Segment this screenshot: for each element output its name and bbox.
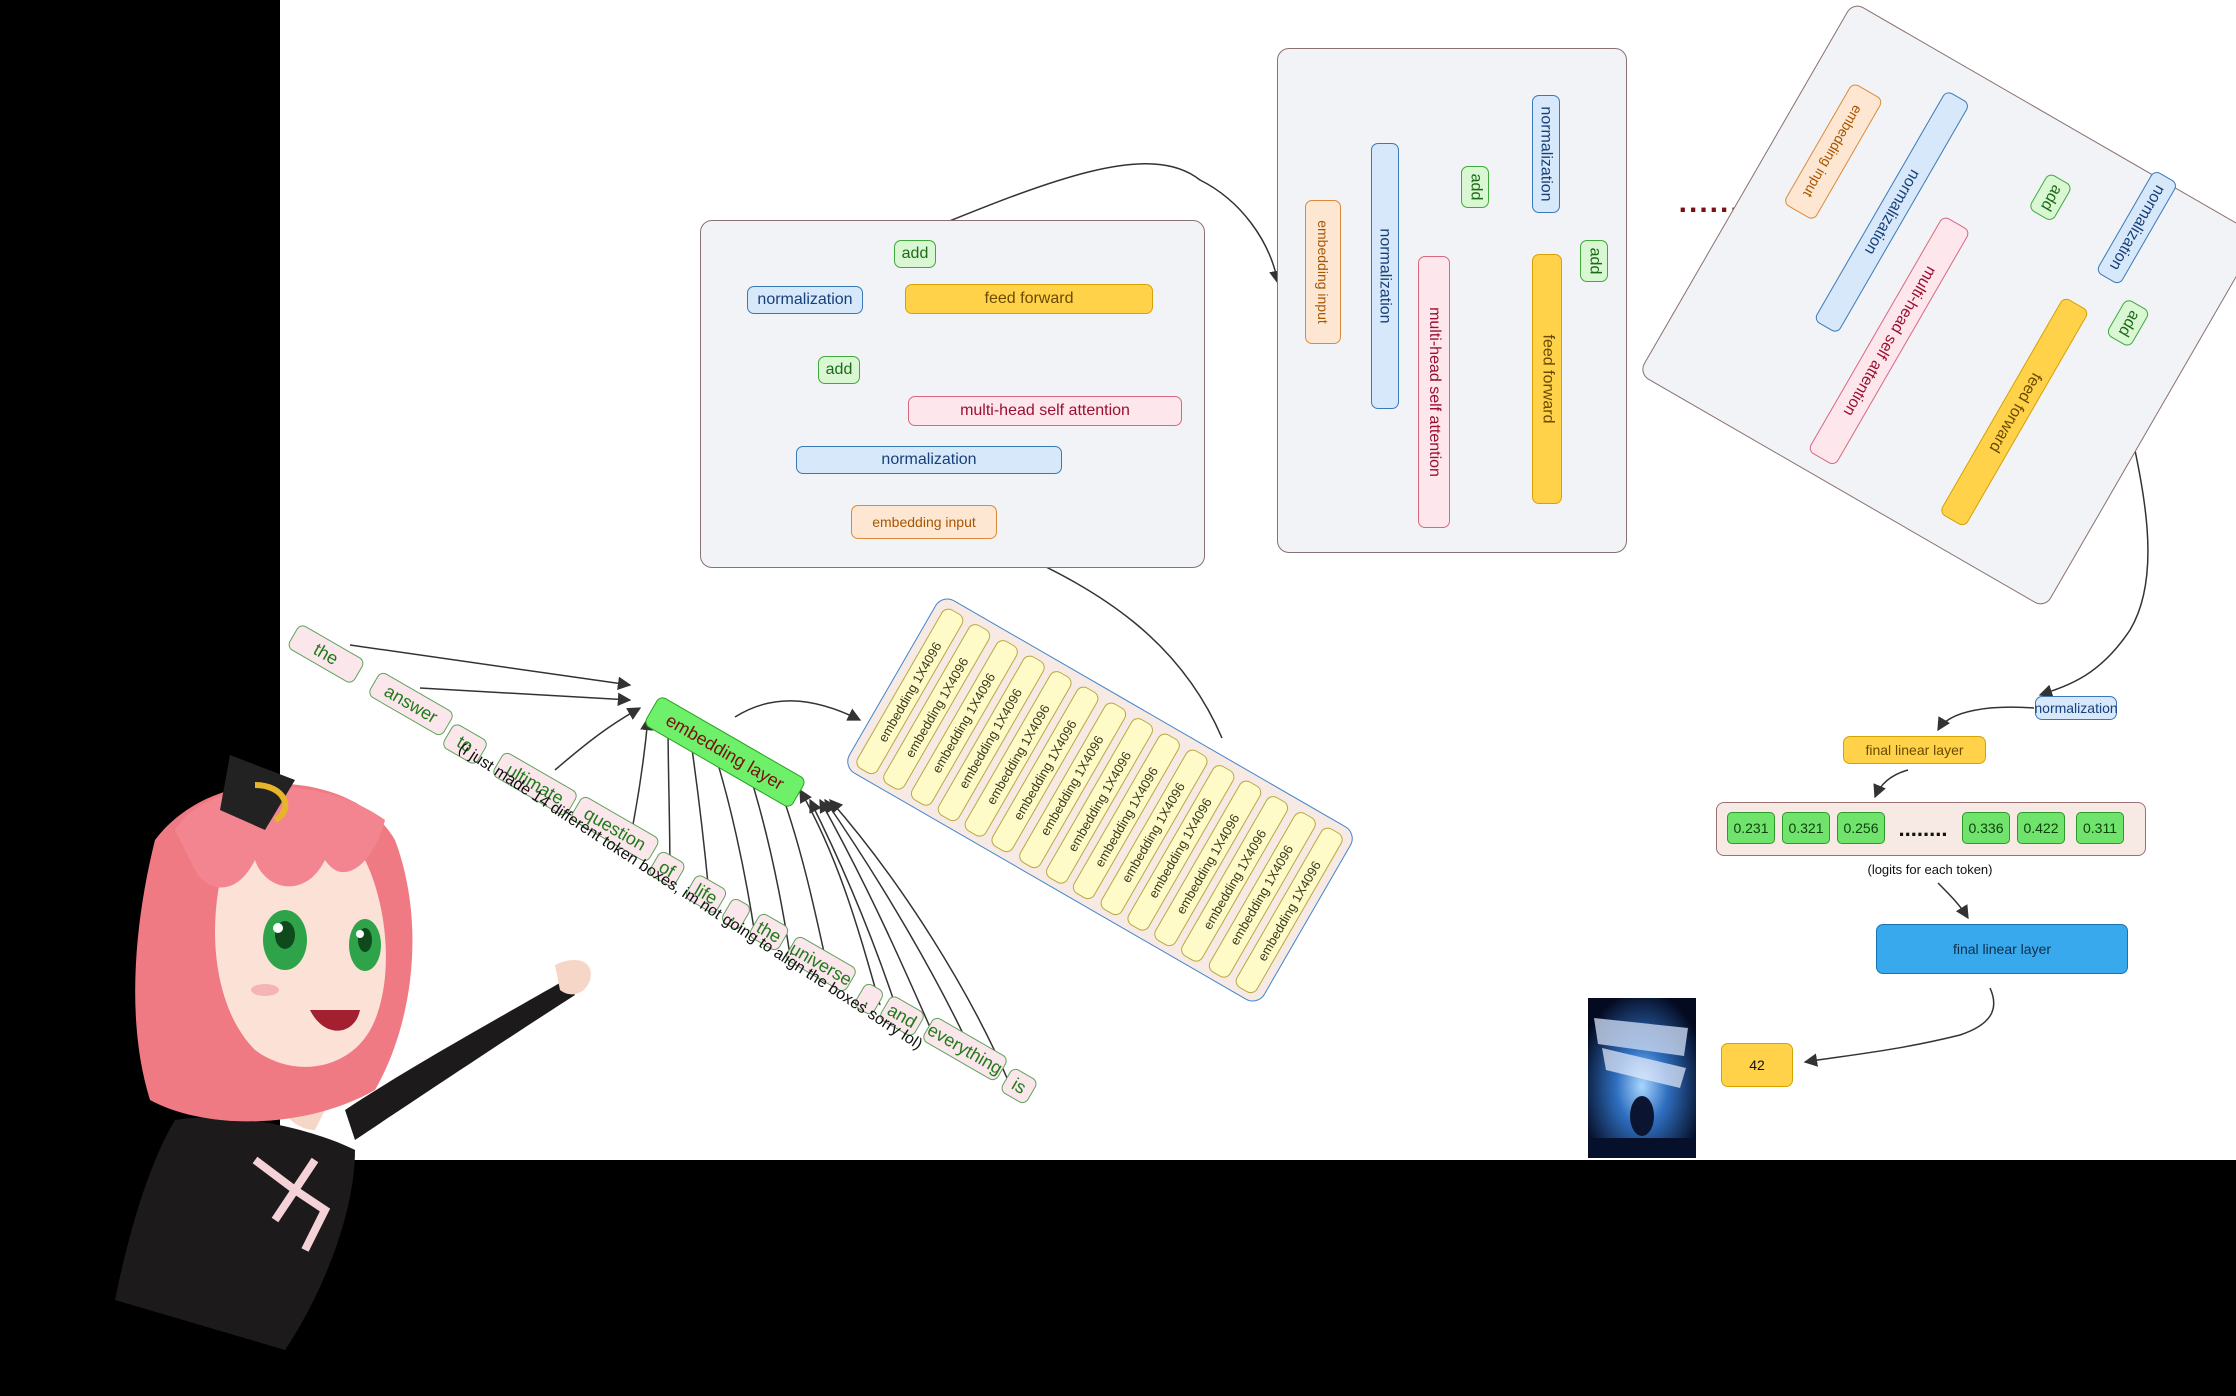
- logit-box: 0.321: [1782, 812, 1830, 844]
- block2-add-2: add: [1580, 240, 1608, 282]
- final-normalization: normalization: [2034, 696, 2118, 720]
- block2-normalization-1: normalization: [1371, 143, 1399, 409]
- block2-feed-forward: feed forward: [1532, 254, 1562, 504]
- anime-girl-pointing-image: [115, 755, 591, 1350]
- block2-add-1: add: [1461, 166, 1489, 208]
- answer-box: 42: [1721, 1043, 1793, 1087]
- block1-embedding-input: embedding input: [851, 505, 997, 539]
- block1-normalization-1: normalization: [796, 446, 1062, 474]
- block1-add-1: add: [818, 356, 860, 384]
- block2-normalization-2: normalization: [1532, 95, 1560, 213]
- block1-attention: multi-head self attention: [908, 396, 1182, 426]
- block1-normalization-2: normalization: [747, 286, 863, 314]
- block1-add-2: add: [894, 240, 936, 268]
- transformer-block-1: [700, 220, 1205, 568]
- logit-box: 0.231: [1727, 812, 1775, 844]
- logit-box: 0.422: [2017, 812, 2065, 844]
- logit-box: 0.311: [2076, 812, 2124, 844]
- final-linear-layer-1: final linear layer: [1843, 736, 1986, 764]
- block2-attention: multi-head self attention: [1418, 256, 1450, 528]
- block2-embedding-input: embedding input: [1305, 200, 1341, 344]
- logit-box: 0.256: [1837, 812, 1885, 844]
- logits-ellipsis: ........: [1898, 816, 1948, 841]
- movie-poster-image: [1588, 998, 1696, 1158]
- final-linear-layer-2: final linear layer: [1876, 924, 2128, 974]
- logits-caption: (logits for each token): [1867, 861, 1993, 877]
- logit-box: 0.336: [1962, 812, 2010, 844]
- block1-feed-forward: feed forward: [905, 284, 1153, 314]
